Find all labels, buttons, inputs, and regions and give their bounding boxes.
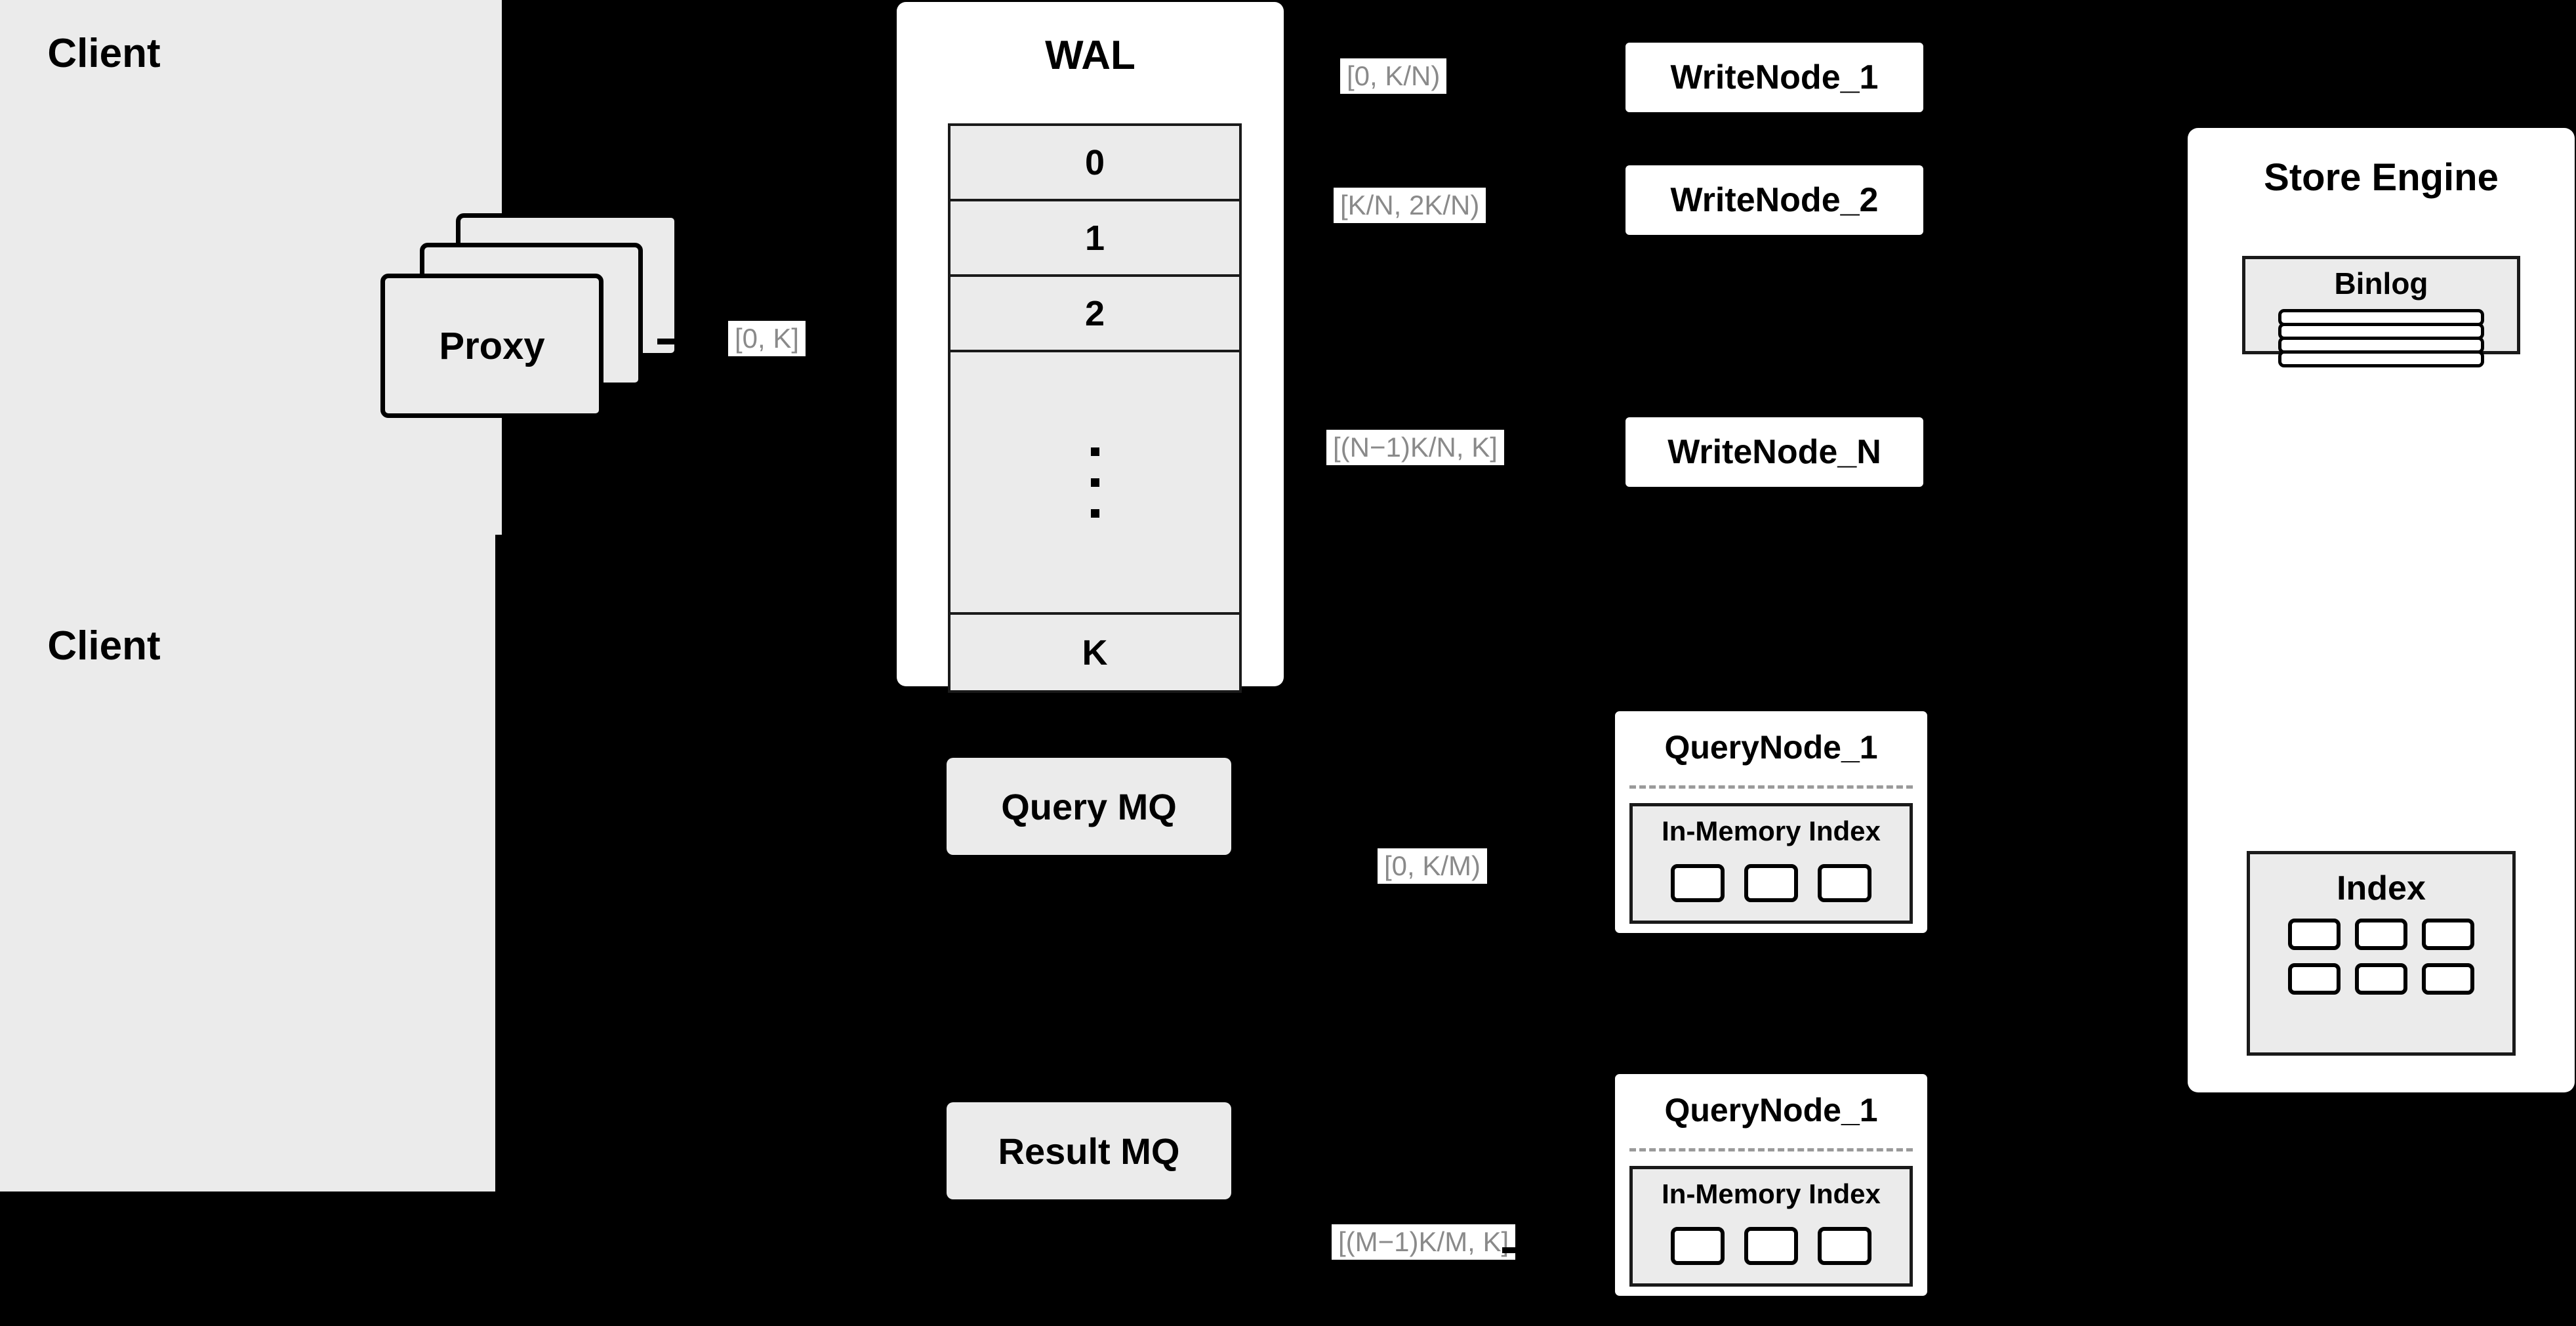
ellipsis-dot bbox=[1771, 369, 1780, 377]
store-engine-title: Store Engine bbox=[2264, 156, 2499, 199]
arrow-shaft bbox=[1512, 205, 1599, 211]
ellipsis-dot bbox=[1767, 946, 1776, 955]
ellipsis-dot bbox=[1771, 279, 1780, 287]
index-cell bbox=[2355, 963, 2407, 995]
in-memory-index-1: In-Memory Index bbox=[1629, 803, 1913, 924]
wal-entry-last: K bbox=[951, 615, 1239, 690]
index-cell bbox=[2288, 963, 2341, 995]
index-cell bbox=[1671, 864, 1725, 902]
arrow-to-writenode-n bbox=[1512, 435, 1630, 474]
index-cell-grid bbox=[2288, 919, 2474, 995]
edge-label-querynode-1-range: [0, K/M) bbox=[1378, 848, 1488, 884]
query-mq-node[interactable]: Query MQ bbox=[947, 758, 1231, 855]
client-node-top[interactable]: Client bbox=[5, 5, 203, 102]
ellipsis-dot bbox=[1771, 323, 1780, 333]
write-node-ellipsis bbox=[1769, 279, 1782, 377]
proxy-node-stack[interactable]: Proxy bbox=[380, 213, 682, 436]
in-memory-index-cells bbox=[1633, 864, 1910, 902]
edge-label-writenode-1-range: [0, K/N) bbox=[1340, 58, 1447, 94]
index-cell bbox=[1744, 1227, 1798, 1265]
query-node-1-title: QueryNode_1 bbox=[1664, 729, 1878, 766]
write-node-1[interactable]: WriteNode_1 bbox=[1620, 37, 1929, 117]
arrow-shaft bbox=[1512, 452, 1599, 458]
arrow-to-querynode-m bbox=[1502, 1230, 1627, 1270]
wal-entry: 2 bbox=[951, 277, 1239, 352]
query-node-divider bbox=[1629, 1148, 1913, 1151]
in-memory-index-m: In-Memory Index bbox=[1629, 1166, 1913, 1287]
arrow-to-querynode-1 bbox=[1502, 856, 1627, 896]
index-title: Index bbox=[2337, 869, 2426, 907]
ellipsis-dot bbox=[1767, 1043, 1776, 1051]
binlog-row bbox=[2278, 350, 2484, 367]
binlog-rows bbox=[2278, 309, 2484, 367]
edge-label-proxy-range: [0, K] bbox=[728, 321, 806, 357]
index-cell bbox=[2422, 963, 2474, 995]
in-memory-index-cells bbox=[1633, 1227, 1910, 1265]
ellipsis-dot bbox=[1767, 994, 1776, 1003]
binlog-title: Binlog bbox=[2334, 266, 2428, 300]
query-node-m-title: QueryNode_1 bbox=[1664, 1092, 1878, 1129]
arrow-to-writenode-2 bbox=[1512, 188, 1630, 228]
client-node-bottom[interactable]: Client bbox=[5, 597, 203, 694]
index-cell bbox=[2288, 919, 2341, 950]
wal-entry: 1 bbox=[951, 201, 1239, 277]
proxy-output-connector bbox=[657, 339, 689, 344]
ellipsis-dot bbox=[1090, 447, 1099, 456]
wal-entry: 0 bbox=[951, 126, 1239, 201]
index-cell bbox=[1818, 864, 1871, 902]
write-node-n[interactable]: WriteNode_N bbox=[1620, 412, 1929, 492]
arrow-shaft bbox=[1502, 873, 1594, 879]
ellipsis-dot bbox=[1090, 508, 1099, 518]
wal-entry-ellipsis bbox=[951, 352, 1239, 615]
arrow-shaft bbox=[1512, 83, 1599, 89]
edge-label-querynode-m-range: [(M−1)K/M, K] bbox=[1332, 1224, 1516, 1260]
ellipsis-dot bbox=[1090, 478, 1099, 487]
edge-label-writenode-2-range: [K/N, 2K/N) bbox=[1334, 188, 1486, 224]
arrow-shaft bbox=[1502, 1247, 1594, 1253]
query-node-divider bbox=[1629, 785, 1913, 789]
write-node-2[interactable]: WriteNode_2 bbox=[1620, 160, 1929, 240]
index-cell bbox=[1818, 1227, 1871, 1265]
in-memory-index-title: In-Memory Index bbox=[1662, 816, 1881, 846]
in-memory-index-title: In-Memory Index bbox=[1662, 1178, 1881, 1209]
result-mq-node[interactable]: Result MQ bbox=[947, 1102, 1231, 1199]
binlog-section: Binlog bbox=[2242, 256, 2520, 367]
index-cell bbox=[1744, 864, 1798, 902]
edge-label-writenode-n-range: [(N−1)K/N, K] bbox=[1326, 430, 1504, 466]
wal-entry-list: 0 1 2 K bbox=[948, 123, 1242, 693]
wal-title: WAL bbox=[1045, 33, 1135, 78]
index-section: Index bbox=[2247, 851, 2516, 1056]
arrow-to-writenode-1 bbox=[1512, 66, 1630, 105]
query-node-ellipsis bbox=[1765, 946, 1778, 1051]
proxy-node-label[interactable]: Proxy bbox=[380, 274, 603, 418]
index-cell bbox=[2355, 919, 2407, 950]
query-node-m[interactable]: QueryNode_1 In-Memory Index bbox=[1610, 1069, 1932, 1300]
wal-container: WAL 0 1 2 K bbox=[897, 2, 1284, 693]
index-cell bbox=[2422, 919, 2474, 950]
index-cell bbox=[1671, 1227, 1725, 1265]
query-node-1[interactable]: QueryNode_1 In-Memory Index bbox=[1610, 707, 1932, 938]
